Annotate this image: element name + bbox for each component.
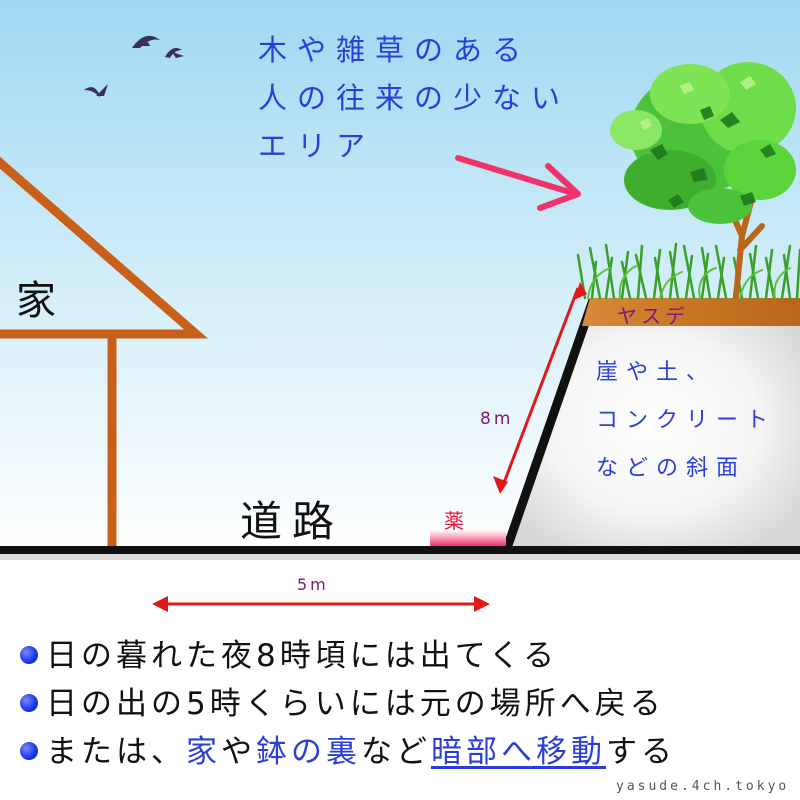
credit-watermark: yasude.4ch.tokyo — [616, 779, 790, 794]
house-label: 家 — [16, 278, 56, 324]
bullet-text: 日の暮れた夜8時頃には出てくる — [46, 638, 559, 674]
bullet-dot-icon — [20, 741, 38, 760]
bullet-highlight-pot: 鉢の裏 — [256, 734, 361, 770]
bullet-text-part: など — [361, 734, 431, 770]
bullet-text-part: や — [221, 734, 256, 770]
road-label: 道路 — [240, 497, 345, 546]
slope-label-line3: などの斜面 — [596, 456, 747, 481]
slope-label-line2: コンクリート — [596, 408, 777, 433]
grass-icon — [587, 265, 791, 299]
height-dimension-label: 8m — [480, 409, 514, 429]
width-dimension-arrow — [152, 596, 490, 612]
bullet-text-part: する — [606, 734, 676, 770]
house-drawing — [0, 156, 208, 548]
drug-zone — [430, 530, 506, 546]
bullet-highlight-house: 家 — [186, 734, 221, 770]
bullet-item: または、家や鉢の裏など暗部へ移動する — [20, 728, 676, 776]
bullet-dot-icon — [20, 693, 38, 712]
area-label-line3: エリア — [258, 129, 376, 163]
bullet-item: 日の暮れた夜8時頃には出てくる — [20, 632, 676, 680]
dark-area-link[interactable]: 暗部へ移動 — [431, 734, 606, 770]
slope-edge — [502, 298, 598, 550]
area-label-line2: 人の往来の少ない — [258, 81, 571, 115]
pointer-arrow — [455, 155, 581, 211]
soil-layer — [582, 298, 800, 326]
bird-icon — [84, 84, 108, 98]
bird-icon — [165, 48, 184, 58]
bullet-item: 日の出の5時くらいには元の場所へ戻る — [20, 680, 676, 728]
bullet-list: 日の暮れた夜8時頃には出てくる 日の出の5時くらいには元の場所へ戻る または、家… — [20, 632, 676, 776]
slope-label-line1: 崖や土、 — [596, 360, 717, 385]
yasude-label: ヤスデ — [617, 304, 689, 328]
height-dimension-arrow — [493, 282, 587, 494]
bird-icon — [132, 35, 160, 48]
drug-label: 薬 — [444, 509, 464, 533]
bullet-text-part: または、 — [46, 734, 186, 770]
slope-body — [507, 300, 800, 548]
width-dimension-label: 5m — [297, 575, 329, 594]
tree-icon — [610, 62, 796, 299]
bullet-dot-icon — [20, 645, 38, 664]
ground-shadow — [0, 554, 800, 560]
bullet-text: 日の出の5時くらいには元の場所へ戻る — [46, 686, 665, 722]
area-label-line1: 木や雑草のある — [258, 33, 532, 67]
